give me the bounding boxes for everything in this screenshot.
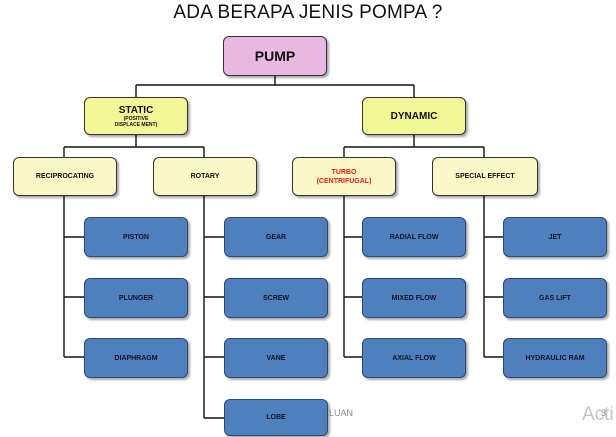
page-number: 3 xyxy=(601,408,607,418)
leaf-radial-flow-label: RADIAL FLOW xyxy=(389,233,439,241)
leaf-hydraulic-ram: HYDRAULIC RAM xyxy=(503,338,607,378)
leaf-radial-flow: RADIAL FLOW xyxy=(362,217,466,257)
node-pump-label: PUMP xyxy=(254,48,296,64)
node-static-sub2: DISPLACE MENT) xyxy=(114,121,158,128)
node-turbo-label: TURBO xyxy=(331,168,357,176)
leaf-axial-flow-label: AXIAL FLOW xyxy=(392,354,436,362)
leaf-screw-label: SCREW xyxy=(262,294,290,302)
leaf-axial-flow: AXIAL FLOW xyxy=(362,338,466,378)
node-special-effect-label: SPECIAL EFFECT xyxy=(455,173,515,180)
node-rotary: ROTARY xyxy=(153,157,257,196)
leaf-lobe: LOBE xyxy=(224,399,328,436)
leaf-hydraulic-ram-label: HYDRAULIC RAM xyxy=(525,354,585,362)
leaf-piston: PISTON xyxy=(84,217,188,257)
node-reciprocating: RECIPROCATING xyxy=(13,157,117,196)
node-pump: PUMP xyxy=(223,36,327,76)
leaf-mixed-flow-label: MIXED FLOW xyxy=(391,294,437,302)
leaf-vane: VANE xyxy=(224,338,328,378)
leaf-mixed-flow: MIXED FLOW xyxy=(362,278,466,318)
node-dynamic-label: DYNAMIC xyxy=(390,110,438,122)
leaf-gear: GEAR xyxy=(224,217,328,257)
leaf-diaphragm-label: DIAPHRAGM xyxy=(114,354,158,362)
diagram-title: ADA BERAPA JENIS POMPA ? xyxy=(173,2,443,20)
leaf-vane-label: VANE xyxy=(266,354,286,362)
node-static: STATIC (POSITIVE DISPLACE MENT) xyxy=(84,97,188,135)
node-reciprocating-label: RECIPROCATING xyxy=(35,173,95,180)
activation-watermark: Acti xyxy=(582,404,614,425)
leaf-plunger-label: PLUNGER xyxy=(118,294,154,302)
footer-text: LUAN xyxy=(329,408,354,418)
node-dynamic: DYNAMIC xyxy=(362,97,466,135)
node-static-label: STATIC xyxy=(118,104,154,116)
leaf-gear-label: GEAR xyxy=(265,233,287,241)
node-turbo-sublabel: (CENTRIFUGAL) xyxy=(316,177,372,185)
leaf-jet-label: JET xyxy=(548,233,562,241)
node-static-sub1: (POSITIVE xyxy=(123,115,149,122)
leaf-gas-lift-label: GAS LIFT xyxy=(539,294,571,302)
leaf-plunger: PLUNGER xyxy=(84,278,188,318)
leaf-piston-label: PISTON xyxy=(123,233,149,241)
leaf-screw: SCREW xyxy=(224,278,328,318)
leaf-jet: JET xyxy=(503,217,607,257)
title-clip: ADA BERAPA JENIS POMPA ? xyxy=(0,0,616,20)
node-turbo: TURBO (CENTRIFUGAL) xyxy=(292,157,396,196)
node-rotary-label: ROTARY xyxy=(190,173,220,180)
leaf-diaphragm: DIAPHRAGM xyxy=(84,338,188,378)
node-special-effect: SPECIAL EFFECT xyxy=(432,157,538,196)
leaf-gas-lift: GAS LIFT xyxy=(503,278,607,318)
leaf-lobe-label: LOBE xyxy=(266,414,286,421)
